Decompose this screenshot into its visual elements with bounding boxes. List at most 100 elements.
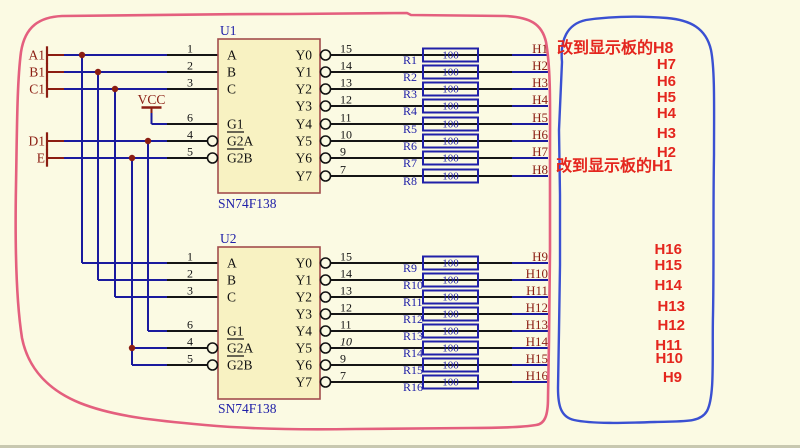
resistor-R4-value: 100 <box>442 101 459 113</box>
resistor-R7-ref: R7 <box>403 156 417 170</box>
net-label-H3[interactable]: H3 <box>532 75 548 90</box>
pin-bubble <box>319 135 332 147</box>
pin-bubble <box>319 274 332 286</box>
resistor-R14-value: 100 <box>442 343 459 355</box>
ic-U2-pin-Y7: Y7 <box>296 375 313 390</box>
resistor-R3-ref: R3 <box>403 87 417 101</box>
resistor-R5[interactable] <box>422 116 479 132</box>
net-label-H15[interactable]: H15 <box>526 351 548 366</box>
resistor-R16[interactable] <box>422 374 479 390</box>
resistor-R12-value: 100 <box>442 309 459 321</box>
ic-U2-body[interactable] <box>217 246 321 400</box>
resistor-R15[interactable] <box>422 357 479 373</box>
resistor-R8[interactable] <box>422 168 479 184</box>
pin-number: 14 <box>340 59 352 73</box>
resistor-R1[interactable] <box>422 47 479 63</box>
ic-U1-pin-Y0: Y0 <box>296 48 313 63</box>
pin-number: 4 <box>187 128 193 142</box>
pin-number: 11 <box>340 318 352 332</box>
resistor-R1-ref: R1 <box>403 53 417 67</box>
ic-U2-pin-Y3: Y3 <box>296 307 313 322</box>
ic-U1-pin-Y7: Y7 <box>296 169 313 184</box>
ic-U2-pin-G2B: G2B <box>227 358 253 373</box>
blue-freehand-outline <box>556 15 716 425</box>
pin-number: 13 <box>340 76 352 90</box>
ic-U2-pin-Y5: Y5 <box>296 341 313 356</box>
pin-bubble <box>319 83 332 95</box>
net-label-H11[interactable]: H11 <box>526 283 548 298</box>
port-label-E[interactable]: E <box>37 151 45 166</box>
resistor-R4[interactable] <box>422 98 479 114</box>
pin-number: 12 <box>340 301 352 315</box>
resistor-R7[interactable] <box>422 150 479 166</box>
junction-dot <box>128 344 136 352</box>
resistor-R15-ref: R15 <box>403 363 423 377</box>
resistor-R3-value: 100 <box>442 84 459 96</box>
pin-number: 6 <box>187 111 193 125</box>
ic-U1-body[interactable] <box>217 38 321 194</box>
port-label-B1[interactable]: B1 <box>29 65 45 80</box>
net-label-H8[interactable]: H8 <box>532 162 548 177</box>
red-note-15: H9 <box>663 369 682 386</box>
port-label-C1[interactable]: C1 <box>29 82 45 97</box>
junction-dot <box>111 85 119 93</box>
ic-U1-pin-Y1: Y1 <box>296 65 313 80</box>
resistor-R6[interactable] <box>422 133 479 149</box>
resistor-R11-value: 100 <box>442 292 459 304</box>
bottom-edge-strip <box>0 445 800 448</box>
net-label-H14[interactable]: H14 <box>526 334 549 349</box>
resistor-R6-ref: R6 <box>403 139 417 153</box>
pin-number: 7 <box>340 369 346 383</box>
resistor-R11[interactable] <box>422 289 479 305</box>
ic-U2-pin-G1: G1 <box>227 324 244 339</box>
pin-bubble <box>319 376 332 388</box>
ic-U1-pin-Y6: Y6 <box>296 151 313 166</box>
resistor-R14[interactable] <box>422 340 479 356</box>
net-label-H6[interactable]: H6 <box>532 127 548 142</box>
ic-U1-part: SN74F138 <box>218 196 277 211</box>
net-label-H13[interactable]: H13 <box>526 317 548 332</box>
ic-U1-pin-Y4: Y4 <box>296 117 313 132</box>
resistor-R3[interactable] <box>422 81 479 97</box>
resistor-R2-value: 100 <box>442 67 459 79</box>
net-label-H7[interactable]: H7 <box>532 144 548 159</box>
resistor-R10[interactable] <box>422 272 479 288</box>
resistor-R12-ref: R12 <box>403 312 423 326</box>
red-note-3: H5 <box>657 89 676 106</box>
red-note-8: H16 <box>654 241 682 258</box>
resistor-R9[interactable] <box>422 255 479 271</box>
net-label-H9[interactable]: H9 <box>532 249 548 264</box>
net-label-H16[interactable]: H16 <box>526 368 549 383</box>
resistor-R9-ref: R9 <box>403 261 417 275</box>
pin-number: 5 <box>187 352 193 366</box>
resistor-R16-value: 100 <box>442 377 459 389</box>
pin-bubble <box>206 342 219 354</box>
ic-U2-pin-C: C <box>227 290 236 305</box>
resistor-R2[interactable] <box>422 64 479 80</box>
net-label-H2[interactable]: H2 <box>532 58 548 73</box>
pin-number: 2 <box>187 59 193 73</box>
port-label-A1[interactable]: A1 <box>29 48 46 63</box>
net-label-H12[interactable]: H12 <box>526 300 548 315</box>
net-label-H4[interactable]: H4 <box>532 92 548 107</box>
pin-number: 7 <box>340 163 346 177</box>
pin-bubble <box>319 308 332 320</box>
resistor-R12[interactable] <box>422 306 479 322</box>
red-note-14: H10 <box>655 350 683 367</box>
resistor-R13-value: 100 <box>442 326 459 338</box>
red-note-7: 改到显示板的H1 <box>556 156 673 175</box>
port-label-D1[interactable]: D1 <box>29 134 46 149</box>
resistor-R13-ref: R13 <box>403 329 423 343</box>
resistor-R13[interactable] <box>422 323 479 339</box>
net-label-H1[interactable]: H1 <box>532 41 548 56</box>
ic-U2-ref: U2 <box>220 231 237 246</box>
resistor-R7-value: 100 <box>442 153 459 165</box>
junction-dot <box>128 154 136 162</box>
ic-U1-pin-G2B: G2B <box>227 151 253 166</box>
pink-freehand-outline <box>14 11 552 431</box>
pin-number: 9 <box>340 145 346 159</box>
net-label-H10[interactable]: H10 <box>526 266 548 281</box>
net-label-H5[interactable]: H5 <box>532 110 548 125</box>
pin-bubble <box>319 359 332 371</box>
